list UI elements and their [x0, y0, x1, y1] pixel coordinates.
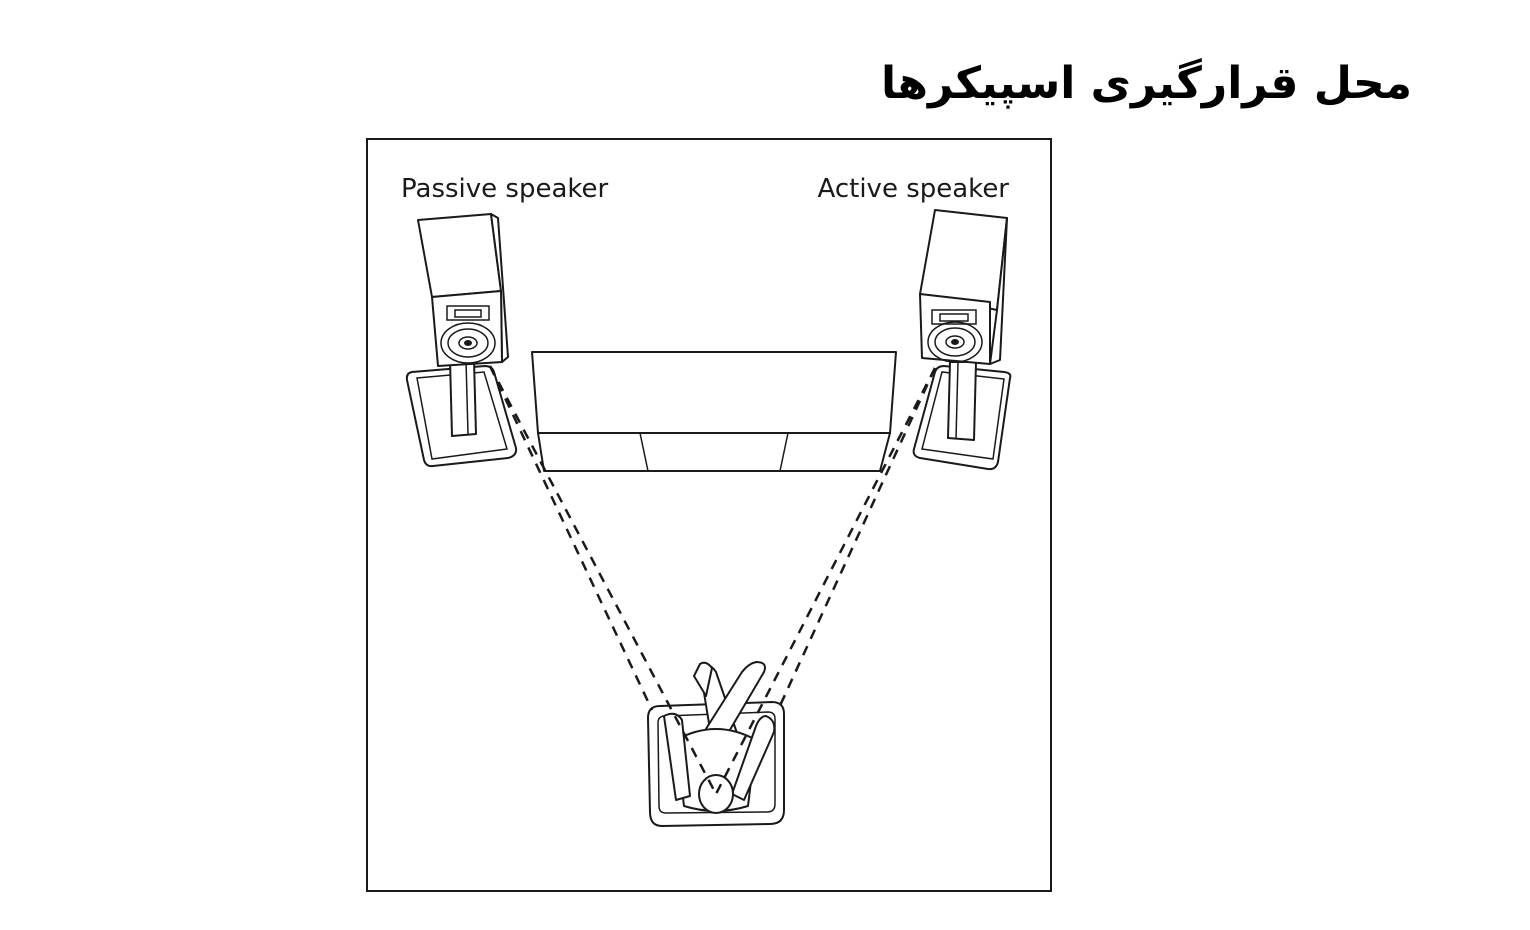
room-outline — [366, 138, 1052, 892]
desk — [531, 351, 897, 472]
passive-speaker — [405, 213, 518, 468]
listener — [663, 661, 776, 814]
active-speaker — [912, 209, 1012, 471]
page-title: محل قرارگیری اسپیکرها — [881, 58, 1412, 109]
listening-triangle — [488, 365, 937, 795]
active-speaker-label: Active speaker — [818, 174, 1010, 204]
passive-speaker-label: Passive speaker — [401, 174, 609, 204]
